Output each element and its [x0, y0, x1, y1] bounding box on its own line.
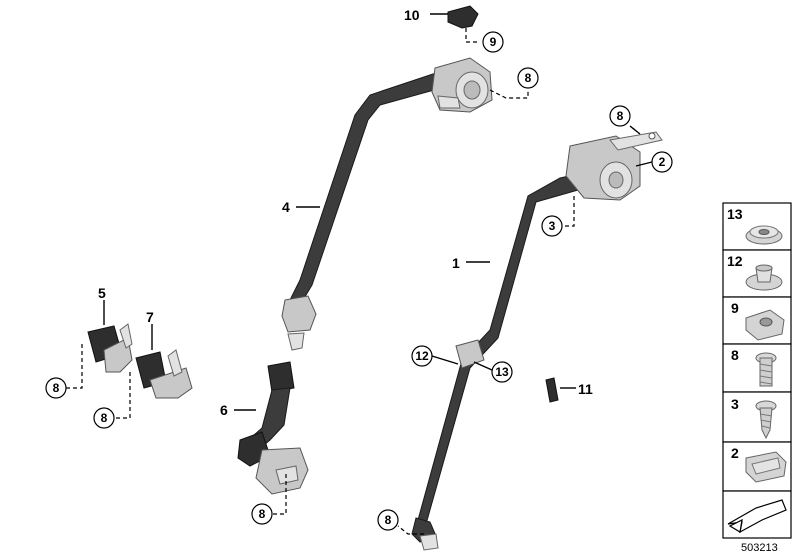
- square-nut-icon: [745, 309, 785, 341]
- part-2-retractor: [565, 131, 663, 201]
- part-4-rear-belt: [281, 57, 493, 351]
- callout-12: 12: [415, 349, 429, 363]
- legend-label-8: 8: [731, 347, 739, 363]
- legend-label-12: 12: [727, 253, 743, 269]
- part-10-cover-cap: [447, 5, 479, 29]
- part-11-cover: [545, 377, 559, 403]
- screw-icon: [755, 400, 777, 440]
- callout-5: 5: [98, 285, 106, 301]
- callout-circle-8-p2: [609, 105, 631, 127]
- callout-circle-8-p7: [93, 407, 115, 429]
- clip-icon: [745, 264, 783, 291]
- callout-circle-2: [651, 151, 673, 173]
- legend-label-9: 9: [731, 300, 739, 316]
- spring-nut-icon: [745, 451, 787, 483]
- arrow-icon: [727, 499, 787, 534]
- callout-8-p6: 8: [259, 507, 266, 521]
- part-6-buckle-assembly: [237, 361, 309, 495]
- part-5-buckle: [87, 323, 133, 373]
- washer-nut-icon: [745, 225, 783, 245]
- callout-8-p5: 8: [53, 381, 60, 395]
- callout-10: 10: [404, 7, 420, 23]
- document-number: 503213: [741, 542, 778, 554]
- callout-13: 13: [495, 365, 509, 379]
- legend-label-2: 2: [731, 445, 739, 461]
- callout-4: 4: [282, 199, 290, 215]
- callout-11: 11: [578, 381, 593, 397]
- callout-8-p2: 8: [617, 109, 624, 123]
- callout-7: 7: [146, 309, 154, 325]
- legend-label-13: 13: [727, 206, 743, 222]
- callout-circle-9: [482, 31, 504, 53]
- callout-8-bottom: 8: [385, 513, 392, 527]
- fastener-legend: 13 12 9 8 3 2: [722, 202, 792, 539]
- part-1-front-belt: [411, 171, 593, 551]
- callout-circle-13: [491, 361, 513, 383]
- part-7-double-buckle: [135, 349, 193, 399]
- callout-circle-3: [541, 215, 563, 237]
- callout-circle-12: [411, 345, 433, 367]
- callout-6: 6: [220, 402, 228, 418]
- bolt-icon: [755, 352, 777, 387]
- callout-8-p7: 8: [101, 411, 108, 425]
- callout-9: 9: [490, 35, 497, 49]
- callout-8-top: 8: [525, 71, 532, 85]
- callout-1: 1: [452, 255, 460, 271]
- callout-circle-8-p6: [251, 503, 273, 525]
- callout-circle-8-bottom: [377, 509, 399, 531]
- callout-circle-8-top: [517, 67, 539, 89]
- legend-label-3: 3: [731, 396, 739, 412]
- callout-2: 2: [659, 155, 666, 169]
- callout-circle-8-p5: [45, 377, 67, 399]
- callout-3: 3: [549, 219, 556, 233]
